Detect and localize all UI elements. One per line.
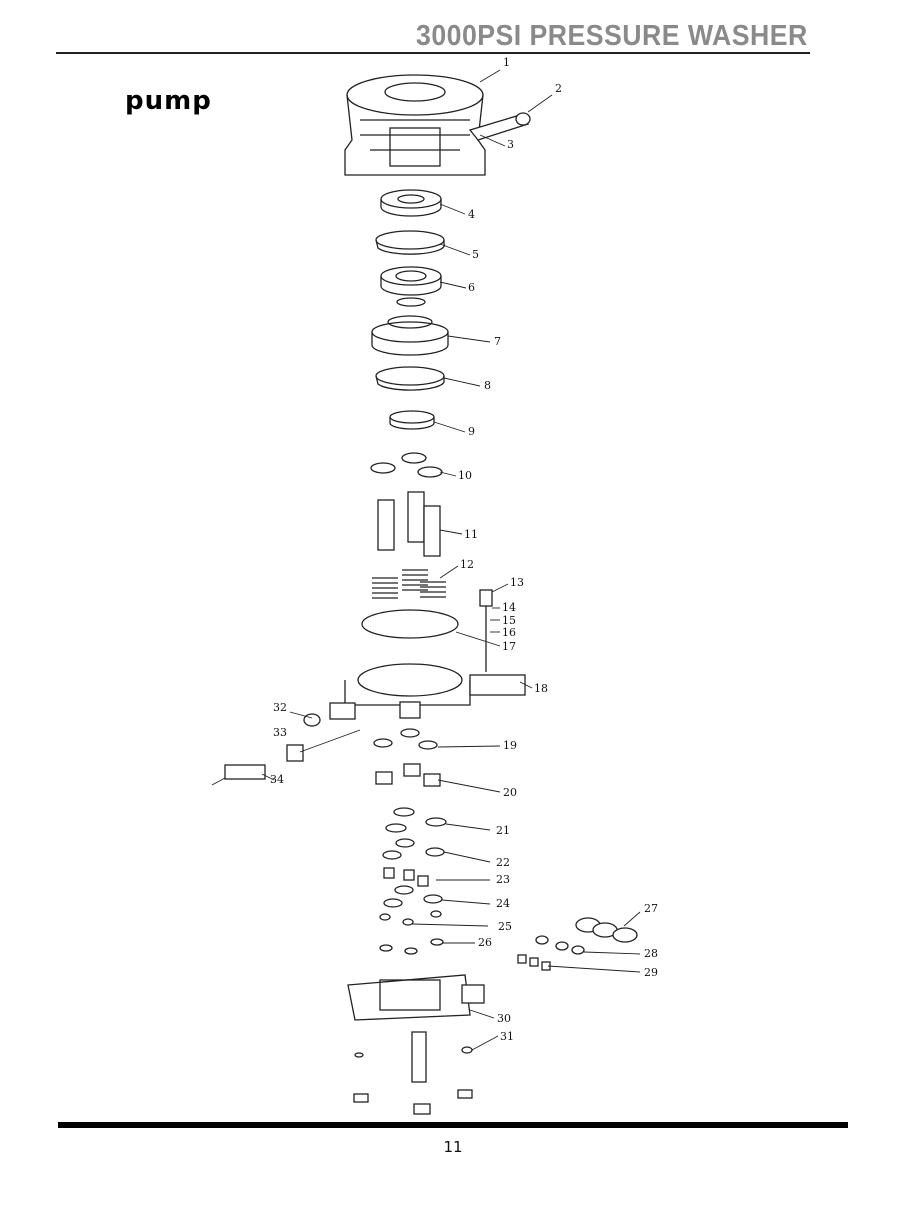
callout-31: 31: [500, 1030, 514, 1043]
callout-3: 3: [507, 138, 514, 151]
callout-17: 17: [502, 640, 516, 653]
callout-9: 9: [468, 425, 475, 438]
part-8-plate: [375, 366, 445, 391]
callout-12: 12: [460, 558, 474, 571]
footer-divider: [58, 1122, 848, 1128]
callout-27: 27: [644, 902, 658, 915]
page-number: 11: [443, 1138, 463, 1156]
part-18-manifold: [329, 663, 526, 720]
callout-2: 2: [555, 82, 562, 95]
callout-33: 33: [273, 726, 287, 739]
part-5-plate: [375, 230, 445, 255]
callout-21: 21: [496, 824, 510, 837]
callout-18: 18: [534, 682, 548, 695]
callout-34: 34: [270, 773, 284, 786]
callout-26: 26: [478, 936, 492, 949]
part-17-oring: [361, 609, 459, 639]
callout-13: 13: [510, 576, 524, 589]
parts-19-26-valves: [373, 728, 447, 955]
callout-22: 22: [496, 856, 510, 869]
callout-30: 30: [497, 1012, 511, 1025]
callout-1: 1: [503, 56, 510, 69]
part-2-3-fitting: [468, 112, 531, 141]
callout-19: 19: [503, 739, 517, 752]
callout-23: 23: [496, 873, 510, 886]
callout-24: 24: [496, 897, 510, 910]
callout-29: 29: [644, 966, 658, 979]
header-divider: [56, 52, 810, 54]
part-4-bearing: [380, 189, 442, 217]
callout-labels: 1 2 3 4 5 6 7 8 9 10 11 12 13 14 15 16 1…: [270, 56, 658, 1043]
callout-5: 5: [472, 248, 479, 261]
leader-lines: [261, 69, 641, 1051]
header-title: 3000PSI PRESSURE WASHER: [416, 20, 808, 52]
part-32-34-inlet: [211, 713, 321, 786]
callout-4: 4: [468, 208, 475, 221]
callout-10: 10: [458, 469, 472, 482]
callout-15: 15: [502, 614, 516, 627]
part-6-bearing: [380, 266, 442, 307]
parts-27-29-unloader: [517, 917, 638, 971]
callout-25: 25: [498, 920, 512, 933]
part-11-pistons: [377, 491, 441, 557]
part-30-head: [347, 974, 485, 1021]
part-10-seals: [370, 452, 443, 478]
callout-14: 14: [502, 601, 516, 614]
callout-6: 6: [468, 281, 475, 294]
callout-11: 11: [464, 528, 478, 541]
callout-32: 32: [273, 701, 287, 714]
part-7-cam: [371, 315, 449, 356]
callout-8: 8: [484, 379, 491, 392]
callout-7: 7: [494, 335, 501, 348]
part-9-washer: [389, 410, 435, 430]
part-13-16-valve: [479, 589, 493, 672]
part-31-bolts: [353, 1031, 473, 1115]
part-12-springs: [372, 569, 446, 599]
part-1-housing: [344, 74, 486, 176]
callout-16: 16: [502, 626, 516, 639]
callout-20: 20: [503, 786, 517, 799]
callout-28: 28: [644, 947, 658, 960]
section-title: pump: [125, 86, 212, 116]
